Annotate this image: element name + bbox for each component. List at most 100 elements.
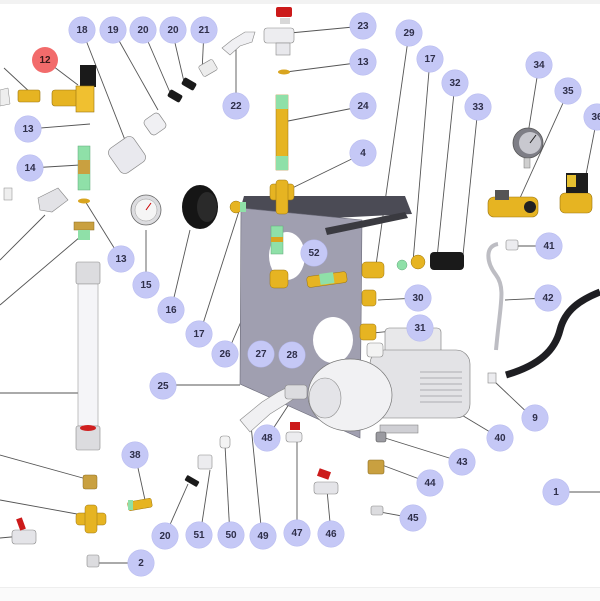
leader-35 xyxy=(519,91,569,199)
callout-13[interactable]: 13 xyxy=(108,246,134,272)
bracket-rail-52 xyxy=(325,212,408,235)
callout-26[interactable]: 26 xyxy=(212,341,238,367)
callout-41[interactable]: 41 xyxy=(536,233,562,259)
bleed-valve-23 xyxy=(263,7,295,56)
callout-31[interactable]: 31 xyxy=(407,315,433,341)
nipple-14 xyxy=(77,145,91,191)
nipple-brass xyxy=(82,474,98,490)
elbow-41 xyxy=(505,239,519,251)
callout-16[interactable]: 16 xyxy=(158,297,184,323)
callout-19[interactable]: 19 xyxy=(100,17,126,43)
black-hose xyxy=(505,288,600,379)
inlet-elbow xyxy=(239,384,308,433)
rubber-gaskets-20 xyxy=(167,77,197,103)
callout-15[interactable]: 15 xyxy=(133,272,159,298)
plug-2 xyxy=(86,554,100,568)
callout-44[interactable]: 44 xyxy=(417,470,443,496)
safety-valve-12 xyxy=(51,65,96,113)
callout-42[interactable]: 42 xyxy=(535,285,561,311)
leader-49 xyxy=(249,414,263,537)
callout-17[interactable]: 17 xyxy=(417,46,443,72)
camlock-coupling-18 xyxy=(108,136,146,174)
callout-25[interactable]: 25 xyxy=(150,373,176,399)
callout-13[interactable]: 13 xyxy=(350,49,376,75)
callout-17[interactable]: 17 xyxy=(186,321,212,347)
callout-22[interactable]: 22 xyxy=(223,93,249,119)
ball-valve-46 xyxy=(313,468,339,495)
small-clip xyxy=(3,187,13,201)
callout-9[interactable]: 9 xyxy=(522,405,548,431)
elbow-27 xyxy=(269,269,289,289)
callout-46[interactable]: 46 xyxy=(318,521,344,547)
callout-27[interactable]: 27 xyxy=(248,341,274,367)
callout-34[interactable]: 34 xyxy=(526,52,552,78)
leader-left-cross xyxy=(0,499,89,517)
fitting-43 xyxy=(375,431,387,443)
callout-23[interactable]: 23 xyxy=(350,13,376,39)
callout-24[interactable]: 24 xyxy=(350,93,376,119)
nipple-28 xyxy=(306,271,348,288)
adapter-51 xyxy=(197,454,213,470)
elbow-22 xyxy=(221,31,256,56)
callout-35[interactable]: 35 xyxy=(555,78,581,104)
callout-4[interactable]: 4 xyxy=(350,140,376,166)
callout-30[interactable]: 30 xyxy=(405,285,431,311)
tee-29 xyxy=(361,261,385,279)
callout-18[interactable]: 18 xyxy=(69,17,95,43)
top-border xyxy=(0,0,600,4)
pressure-gauge-34 xyxy=(512,127,544,169)
hose-clamp-21 xyxy=(198,59,218,77)
leader-29 xyxy=(375,32,410,266)
callout-29[interactable]: 29 xyxy=(396,20,422,46)
callout-1[interactable]: 1 xyxy=(543,479,569,505)
callout-52[interactable]: 52 xyxy=(301,240,327,266)
callout-38[interactable]: 38 xyxy=(122,442,148,468)
callout-36[interactable]: 36 xyxy=(584,104,600,130)
leader-50 xyxy=(224,444,231,537)
long-nipple-24 xyxy=(275,94,289,171)
callout-33[interactable]: 33 xyxy=(465,94,491,120)
callout-45[interactable]: 45 xyxy=(400,505,426,531)
fitting-32 xyxy=(410,254,426,270)
pump-outlet xyxy=(366,342,384,358)
solenoid-valve-36 xyxy=(559,173,593,214)
callout-12-highlighted[interactable]: 12 xyxy=(32,47,58,73)
panel-hole xyxy=(313,317,353,363)
callout-2[interactable]: 2 xyxy=(128,550,154,576)
washer-13c xyxy=(78,198,90,204)
callout-20[interactable]: 20 xyxy=(160,17,186,43)
pump-foot xyxy=(379,424,419,434)
ball-valve-left xyxy=(11,517,37,545)
callout-13[interactable]: 13 xyxy=(15,116,41,142)
plug-50 xyxy=(219,435,231,449)
clamp-9 xyxy=(487,372,497,384)
check-valve-33 xyxy=(430,252,464,270)
callout-51[interactable]: 51 xyxy=(186,522,212,548)
callout-49[interactable]: 49 xyxy=(250,523,276,549)
partial-fitting xyxy=(0,87,11,107)
callout-28[interactable]: 28 xyxy=(279,342,305,368)
callout-47[interactable]: 47 xyxy=(284,520,310,546)
tube-42 xyxy=(486,242,504,351)
bushing-30 xyxy=(361,289,377,307)
callout-48[interactable]: 48 xyxy=(254,425,280,451)
leader-19 xyxy=(112,29,159,111)
callout-20[interactable]: 20 xyxy=(130,17,156,43)
flange-adapter xyxy=(37,187,69,213)
leader-left-flange xyxy=(0,214,46,261)
callout-21[interactable]: 21 xyxy=(191,17,217,43)
callout-50[interactable]: 50 xyxy=(218,522,244,548)
callout-43[interactable]: 43 xyxy=(449,449,475,475)
callout-14[interactable]: 14 xyxy=(17,155,43,181)
leader-33 xyxy=(462,106,479,256)
black-cap-16 xyxy=(182,185,218,229)
fitting-17b xyxy=(396,259,408,271)
nipple-26 xyxy=(270,225,284,255)
cross-fitting-brass xyxy=(75,504,107,534)
callout-40[interactable]: 40 xyxy=(487,425,513,451)
callout-32[interactable]: 32 xyxy=(442,70,468,96)
bushing-31 xyxy=(359,323,377,341)
leader-38 xyxy=(137,467,146,501)
callout-20[interactable]: 20 xyxy=(152,523,178,549)
